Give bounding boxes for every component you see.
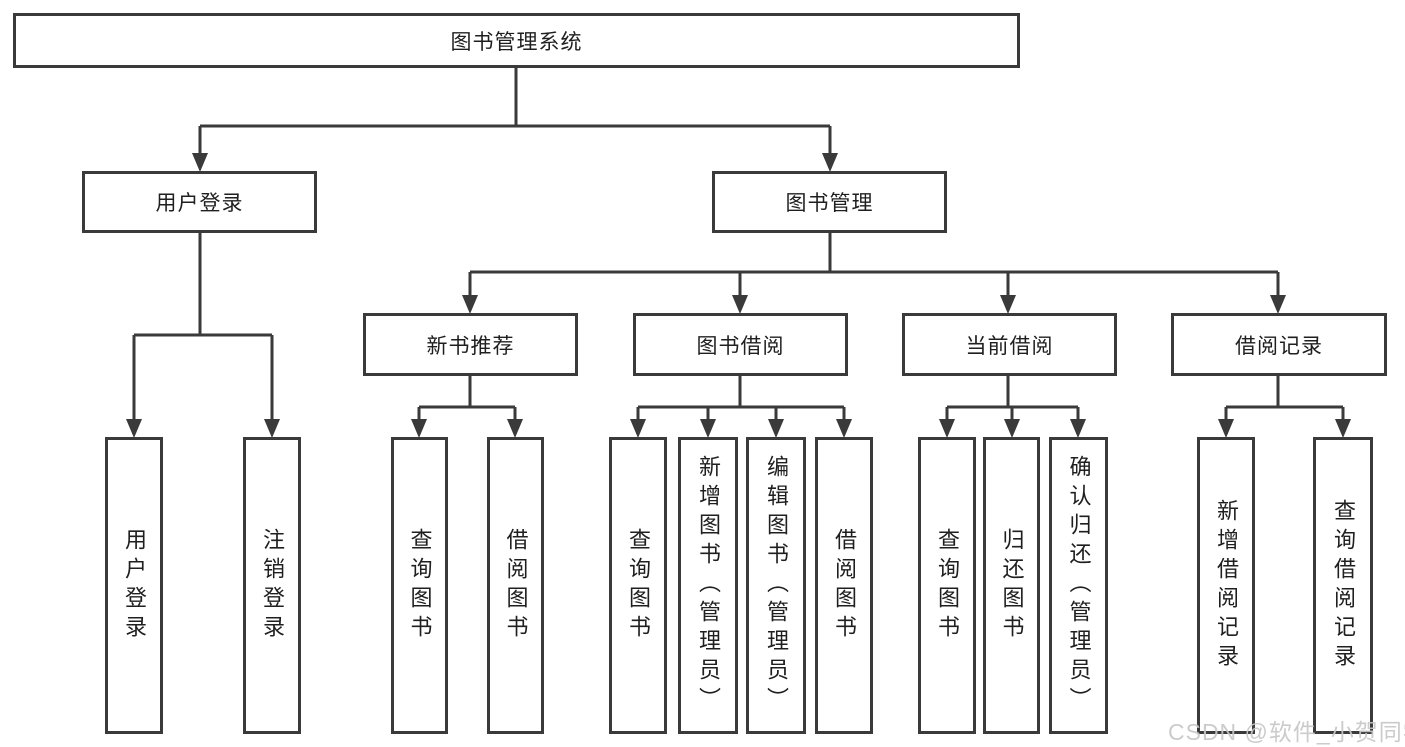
leaf-bb-edit-books-admin: 编辑图书（管理员）	[746, 437, 806, 734]
node-book-management: 图书管理	[712, 171, 947, 233]
leaf-logout: 注销登录	[243, 437, 301, 734]
node-book-borrowing: 图书借阅	[633, 313, 848, 376]
leaf-br-add-record: 新增借阅记录	[1197, 437, 1255, 734]
leaf-br-add-record-label: 新增借阅记录	[1214, 498, 1239, 673]
node-user-login-label: 用户登录	[155, 192, 244, 215]
leaf-bb-query-books-label: 查询图书	[626, 527, 651, 644]
leaf-bb-query-books: 查询图书	[609, 437, 667, 734]
leaf-logout-label: 注销登录	[260, 527, 285, 644]
node-current-borrowing: 当前借阅	[902, 313, 1117, 376]
leaf-rec-borrow-books-label: 借阅图书	[503, 527, 529, 644]
leaf-bb-add-books-admin: 新增图书（管理员）	[678, 437, 738, 734]
node-book-management-label: 图书管理	[785, 192, 874, 215]
leaf-cb-confirm-return-admin: 确认归还（管理员）	[1049, 437, 1108, 734]
leaf-bb-add-books-admin-label: 新增图书（管理员）	[696, 455, 721, 716]
leaf-rec-query-books: 查询图书	[391, 437, 448, 734]
leaf-cb-query-books: 查询图书	[918, 437, 976, 734]
node-new-book-recommend-label: 新书推荐	[426, 334, 515, 358]
node-book-borrowing-label: 图书借阅	[696, 334, 785, 358]
node-borrowing-records-label: 借阅记录	[1235, 334, 1323, 358]
leaf-user-login-label: 用户登录	[122, 527, 147, 644]
node-current-borrowing-label: 当前借阅	[965, 334, 1054, 358]
csdn-watermark: CSDN @软件_小贺同学	[1168, 719, 1405, 745]
leaf-cb-return-books: 归还图书	[983, 437, 1040, 734]
leaf-bb-borrow-books-label: 借阅图书	[832, 527, 857, 644]
leaf-bb-borrow-books: 借阅图书	[815, 437, 873, 734]
leaf-br-query-record-label: 查询借阅记录	[1331, 498, 1356, 673]
leaf-rec-query-books-label: 查询图书	[407, 527, 433, 644]
leaf-rec-borrow-books: 借阅图书	[487, 437, 544, 734]
node-user-login: 用户登录	[82, 171, 317, 233]
node-root-label: 图书管理系统	[450, 30, 583, 54]
leaf-br-query-record: 查询借阅记录	[1313, 437, 1373, 734]
leaf-cb-return-books-label: 归还图书	[999, 527, 1025, 644]
leaf-bb-edit-books-admin-label: 编辑图书（管理员）	[764, 455, 789, 716]
leaf-cb-confirm-return-admin-label: 确认归还（管理员）	[1066, 455, 1092, 716]
node-borrowing-records: 借阅记录	[1171, 313, 1387, 376]
node-new-book-recommend: 新书推荐	[363, 313, 578, 376]
node-root: 图书管理系统	[13, 13, 1020, 68]
leaf-user-login: 用户登录	[105, 437, 163, 734]
leaf-cb-query-books-label: 查询图书	[935, 527, 960, 644]
